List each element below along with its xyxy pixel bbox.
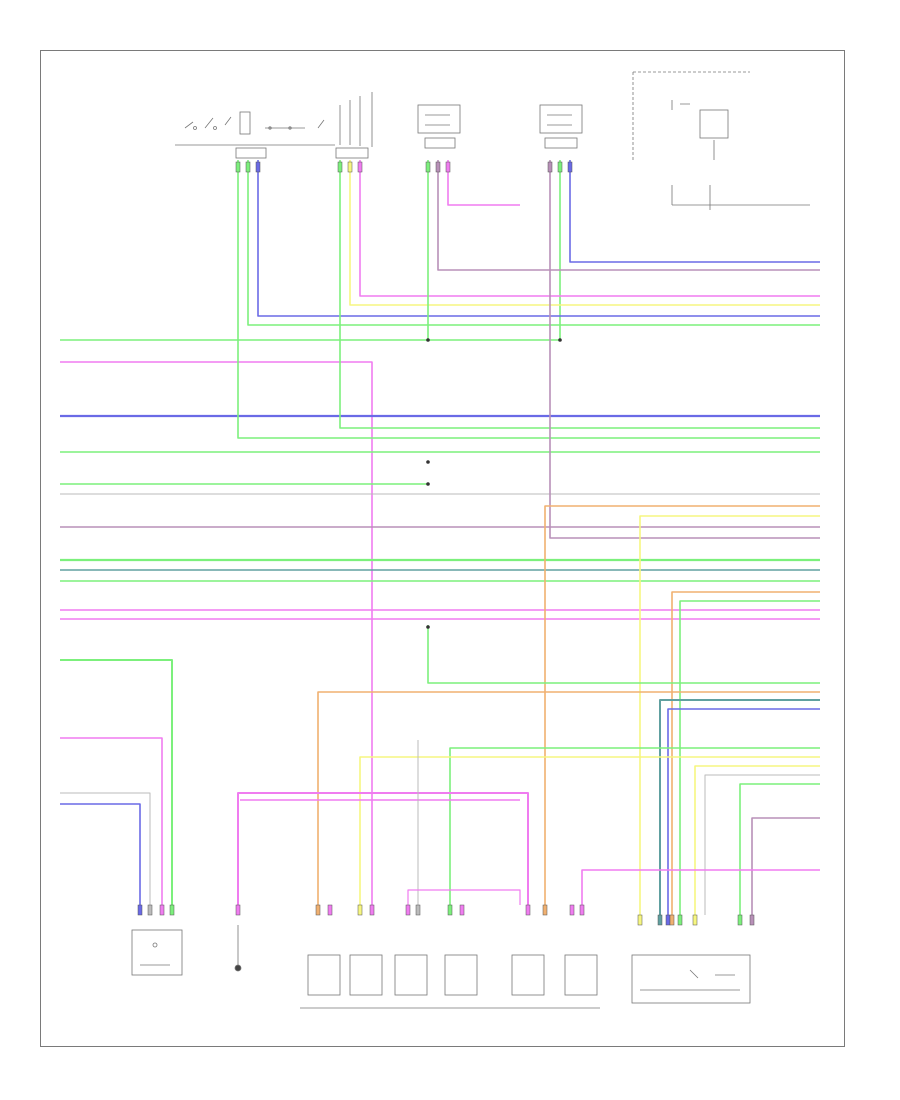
connector-pin — [579, 904, 585, 916]
bottom-ground-terminal — [234, 925, 242, 972]
wire-yellow-33 — [359, 756, 820, 905]
wire-teal-30 — [659, 699, 820, 915]
connector-pin — [315, 904, 321, 916]
connector-pin — [547, 161, 553, 173]
connector-pin — [657, 914, 663, 926]
connector-pin — [415, 904, 421, 916]
connector-pin — [525, 904, 531, 916]
connector-pin — [557, 161, 563, 173]
connector-pin — [357, 161, 363, 173]
injector-group-1 — [300, 954, 440, 1009]
wire-green-28 — [427, 625, 820, 684]
wire-grey-35 — [704, 774, 820, 915]
wire-splice — [426, 482, 430, 486]
connector-pin — [369, 904, 375, 916]
wire-pink-43 — [237, 792, 529, 905]
connector-pin — [445, 161, 451, 173]
wire-green-13 — [237, 160, 820, 439]
wire-yellow-34 — [694, 765, 820, 915]
wire-blue-31 — [667, 708, 820, 915]
wire-pink-18 — [359, 160, 820, 297]
connector-pin — [665, 914, 671, 926]
wire-green-36 — [739, 783, 820, 915]
wire-violet-22 — [549, 160, 820, 539]
wire-yellow-17 — [349, 160, 820, 306]
diagram-border — [40, 50, 845, 1047]
wire-blue-42 — [60, 803, 141, 905]
connector-pin — [677, 914, 683, 926]
connector-pin — [147, 904, 153, 916]
connector-pin — [357, 904, 363, 916]
connector-pin — [347, 161, 353, 173]
connector-pin — [669, 914, 675, 926]
connector-pin — [337, 161, 343, 173]
wire-layer — [60, 160, 820, 915]
wire-pink-46 — [407, 889, 521, 905]
connector-pin — [255, 161, 261, 173]
relay-box-1 — [417, 104, 461, 149]
wire-violet-37 — [751, 817, 820, 915]
connector-pin — [459, 904, 465, 916]
connector-pin — [569, 904, 575, 916]
wire-grey-41 — [60, 792, 151, 905]
wire-yellow-24 — [639, 515, 820, 915]
connector-pin — [447, 904, 453, 916]
wire-blue-23 — [569, 160, 820, 263]
wire-orange-25 — [544, 505, 820, 905]
connector-pin — [405, 904, 411, 916]
connector-pin — [637, 914, 643, 926]
top-right-module — [632, 71, 810, 210]
wire-splice — [426, 625, 430, 629]
wire-green-16 — [339, 160, 820, 429]
connector-pin — [435, 161, 441, 173]
connector-pin — [245, 161, 251, 173]
wire-green-1 — [60, 160, 561, 341]
wire-blue-15 — [257, 160, 820, 317]
wire-green-14 — [247, 160, 820, 326]
connector-pin — [235, 904, 241, 916]
connector-pin — [235, 161, 241, 173]
connector-pin — [737, 914, 743, 926]
connector-pin — [159, 904, 165, 916]
connector-pin — [749, 914, 755, 926]
wire-splice — [426, 338, 430, 342]
connector-pin — [137, 904, 143, 916]
relay-box-2 — [539, 104, 583, 149]
wire-orange-29 — [317, 691, 820, 905]
wire-green-32 — [449, 747, 820, 905]
top-left-switch-assembly — [175, 92, 373, 159]
bottom-right-module — [631, 954, 751, 1004]
wire-pink-21 — [447, 160, 520, 206]
wire-pink-40 — [60, 737, 163, 905]
wire-orange-26 — [671, 591, 820, 915]
bottom-left-sensor — [131, 929, 183, 976]
connector-pin — [542, 904, 548, 916]
wire-pink-38 — [581, 869, 820, 905]
wire-violet-20 — [437, 160, 820, 271]
connector-pin — [425, 161, 431, 173]
wire-pink-2 — [60, 361, 373, 905]
injector-group-2 — [440, 954, 600, 1009]
splice-layer — [426, 338, 562, 629]
connector-pin — [169, 904, 175, 916]
connector-layer — [137, 161, 755, 926]
wire-green-27 — [679, 600, 820, 915]
wire-splice — [558, 338, 562, 342]
wire-green-39 — [60, 659, 173, 905]
connector-pin — [692, 914, 698, 926]
wire-splice — [426, 460, 430, 464]
connector-pin — [567, 161, 573, 173]
connector-pin — [327, 904, 333, 916]
